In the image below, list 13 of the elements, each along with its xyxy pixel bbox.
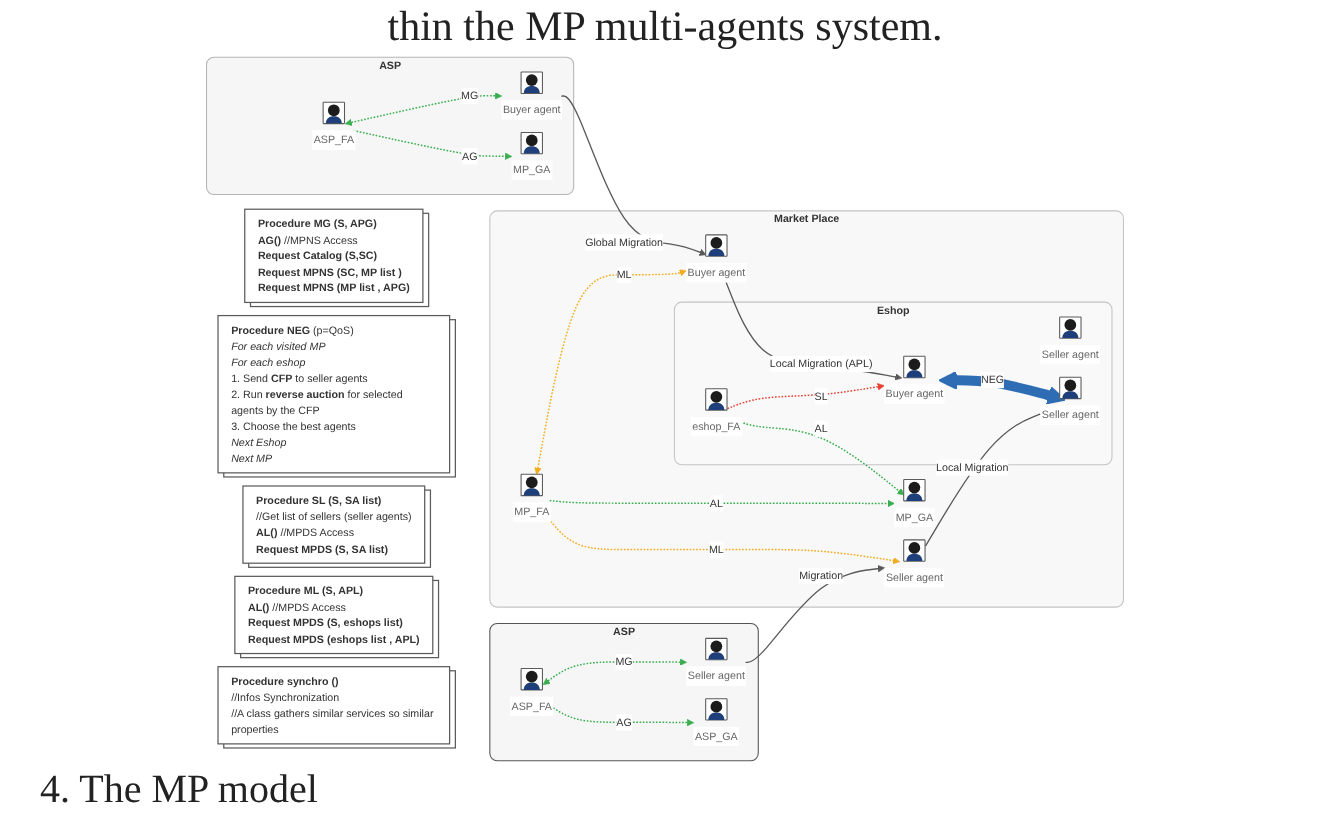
caption: 4. The MP model (40, 766, 318, 814)
arrow (725, 281, 903, 381)
arrow (344, 92, 503, 126)
connector (924, 413, 1042, 547)
arrow (352, 129, 513, 160)
arrow (744, 565, 885, 664)
arrow (542, 658, 687, 685)
arrow (548, 499, 895, 508)
arrow (938, 370, 1066, 405)
arrow (726, 383, 885, 410)
arrow (534, 269, 687, 475)
title: thin the MP multi-agents system. (387, 2, 943, 50)
arrow (560, 95, 707, 256)
